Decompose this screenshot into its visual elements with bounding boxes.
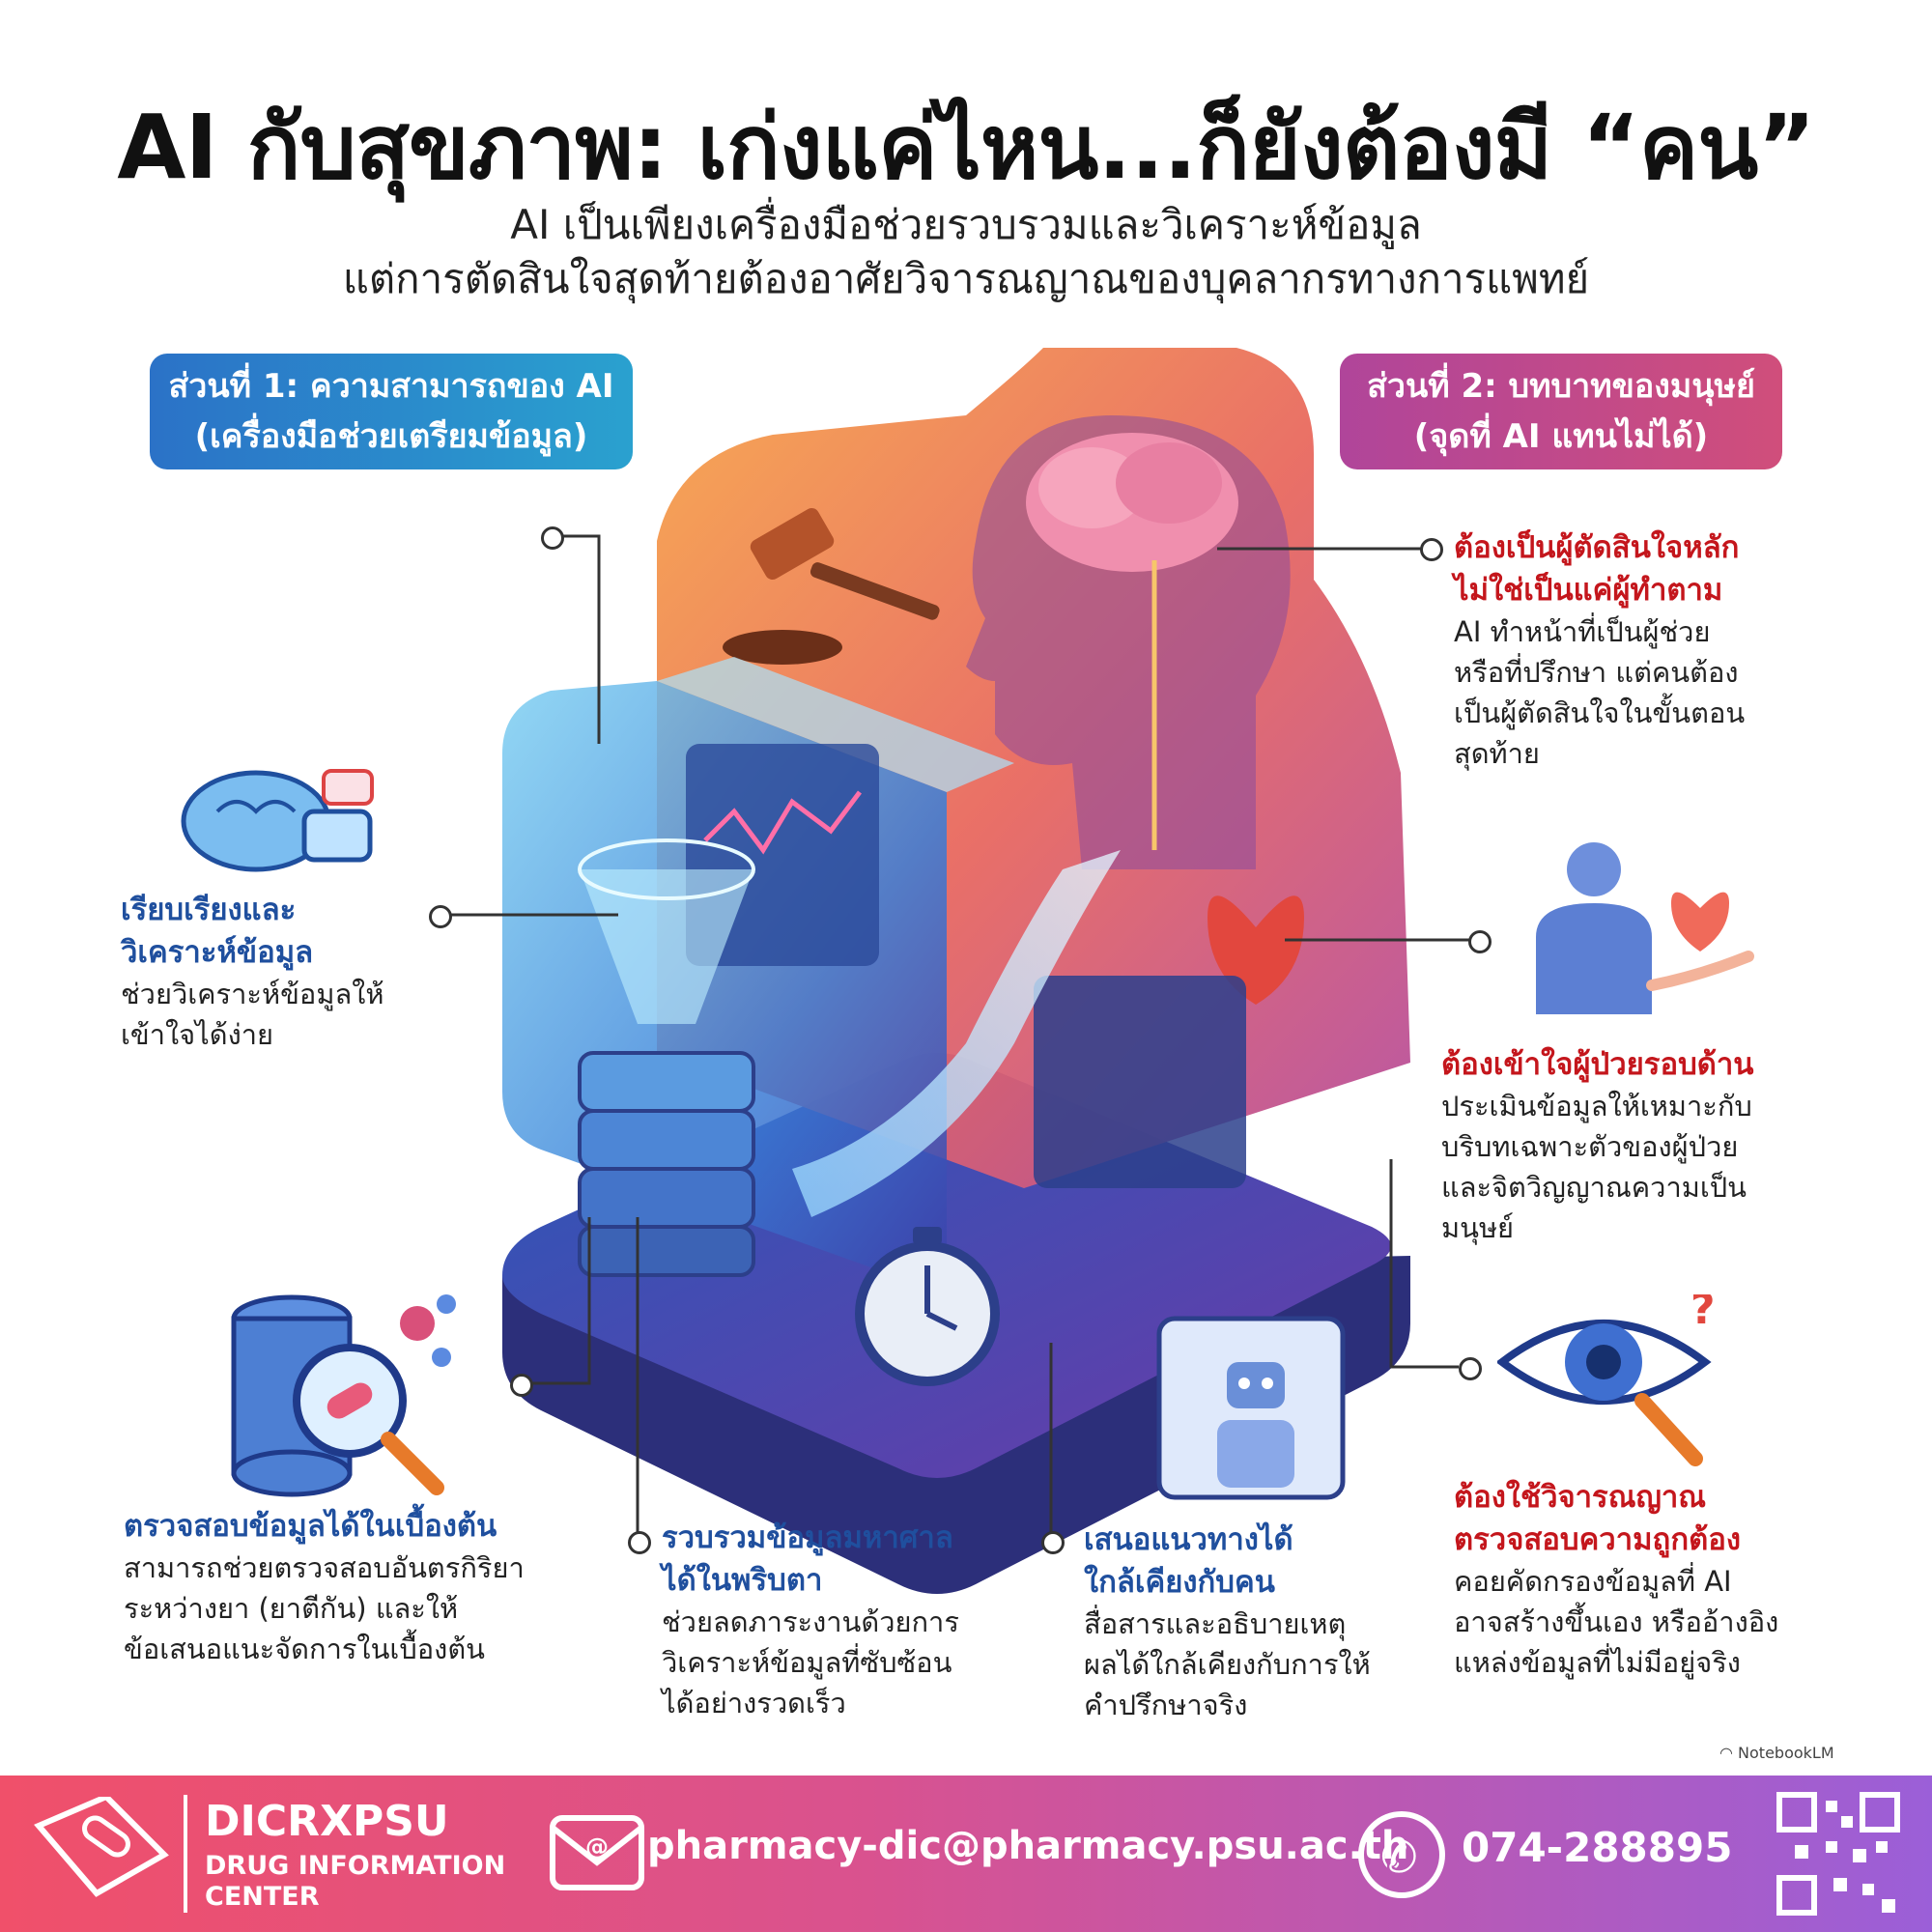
callout-desc: AI ทำหน้าที่เป็นผู้ช่วย bbox=[1454, 615, 1711, 648]
callout-title: ต้องใช้วิจารณญาณ bbox=[1454, 1480, 1707, 1515]
notebooklm-icon: ◠ bbox=[1719, 1744, 1739, 1762]
subtitle-line-2: แต่การตัดสินใจสุดท้ายต้องอาศัยวิจารณญาณข… bbox=[342, 255, 1590, 302]
footer-center-line1: DRUG INFORMATION bbox=[205, 1851, 506, 1881]
callout-desc: ระหว่างยา (ยาตีกัน) และให้ bbox=[124, 1592, 459, 1625]
callout-desc: บริบทเฉพาะตัวของผู้ป่วย bbox=[1441, 1130, 1739, 1163]
connector-dot bbox=[541, 526, 564, 550]
part-1-subtitle: (เครื่องมือช่วยเตรียมข้อมูล) bbox=[194, 417, 588, 456]
connector-dot bbox=[628, 1531, 651, 1554]
callout-desc: คอยคัดกรองข้อมูลที่ AI bbox=[1454, 1565, 1732, 1598]
callout-desc: สามารถช่วยตรวจสอบอันตรกิริยา bbox=[124, 1551, 525, 1584]
brain-chat-icon bbox=[181, 769, 374, 872]
callout-desc: เป็นผู้ตัดสินใจในขั้นตอน bbox=[1454, 696, 1746, 729]
subtitle-line-1: AI เป็นเพียงเครื่องมือช่วยรวบรวมและวิเคร… bbox=[510, 201, 1422, 248]
callout-title: เสนอแนวทางได้ bbox=[1084, 1522, 1293, 1557]
callout-desc: ช่วยวิเคราะห์ข้อมูลให้ bbox=[121, 978, 384, 1010]
callout-title: ตรวจสอบข้อมูลได้ในเบื้องต้น bbox=[124, 1509, 497, 1544]
callout-title: ใกล้เคียงกับคน bbox=[1084, 1565, 1275, 1600]
callout-understand: ต้องเข้าใจผู้ป่วยรอบด้าน ประเมินข้อมูลให… bbox=[1441, 1043, 1753, 1248]
callout-desc: ประเมินข้อมูลให้เหมาะกับ bbox=[1441, 1090, 1752, 1122]
phone-icon: ✆ bbox=[1358, 1811, 1445, 1898]
callout-organize: เรียบเรียงและ วิเคราะห์ข้อมูล ช่วยวิเครา… bbox=[121, 889, 384, 1055]
callout-desc: และจิตวิญญาณความเป็น bbox=[1441, 1171, 1747, 1204]
svg-text:@: @ bbox=[585, 1833, 609, 1861]
email-icon: @ bbox=[550, 1815, 644, 1890]
callout-title: ตรวจสอบความถูกต้อง bbox=[1454, 1522, 1741, 1557]
notebooklm-watermark: ◠ NotebookLM bbox=[1719, 1744, 1834, 1762]
callout-desc: หรือที่ปรึกษา แต่คนต้อง bbox=[1454, 656, 1739, 689]
callout-desc: เข้าใจได้ง่าย bbox=[121, 1018, 274, 1051]
person-heart-icon bbox=[1536, 842, 1754, 1014]
connector-dot bbox=[1041, 1531, 1065, 1554]
callout-title: ไม่ใช่เป็นแค่ผู้ทำตาม bbox=[1454, 573, 1723, 608]
pill-book-logo-icon bbox=[34, 1797, 169, 1897]
part-2-title: ส่วนที่ 2: บทบาทของมนุษย์ bbox=[1367, 367, 1755, 406]
callout-desc: ข้อเสนอแนะจัดการในเบื้องต้น bbox=[124, 1633, 485, 1665]
callout-desc: มนุษย์ bbox=[1441, 1211, 1515, 1244]
connector-dot bbox=[1468, 930, 1492, 953]
callout-title: เรียบเรียงและ bbox=[121, 893, 297, 927]
footer-center-line2: CENTER bbox=[205, 1882, 320, 1912]
eye-magnifier-icon: ? bbox=[1497, 1294, 1716, 1466]
part-2-subtitle: (จุดที่ AI แทนไม่ได้) bbox=[1413, 417, 1709, 456]
database-magnifier-icon bbox=[231, 1294, 456, 1497]
callout-suggest: เสนอแนวทางได้ ใกล้เคียงกับคน สื่อสารและอ… bbox=[1084, 1519, 1371, 1725]
footer-brand: DICRXPSU bbox=[205, 1797, 449, 1846]
callout-title: ต้องเข้าใจผู้ป่วยรอบด้าน bbox=[1441, 1047, 1754, 1082]
callout-desc: อาจสร้างขึ้นเอง หรืออ้างอิง bbox=[1454, 1605, 1779, 1638]
callout-desc: สื่อสารและอธิบายเหตุ bbox=[1084, 1607, 1347, 1640]
callout-check: ตรวจสอบข้อมูลได้ในเบื้องต้น สามารถช่วยตร… bbox=[124, 1505, 525, 1669]
connector-dot bbox=[510, 1374, 533, 1397]
part-1-title: ส่วนที่ 1: ความสามารถของ AI bbox=[168, 367, 614, 406]
callout-desc: คำปรึกษาจริง bbox=[1084, 1689, 1248, 1721]
callout-title: รวบรวมข้อมูลมหาศาล bbox=[662, 1520, 953, 1555]
callout-desc: ผลได้ใกล้เคียงกับการให้ bbox=[1084, 1648, 1371, 1681]
svg-text:✆: ✆ bbox=[1380, 1831, 1418, 1883]
footer-bar: DICRXPSU DRUG INFORMATION CENTER @ pharm… bbox=[0, 1776, 1932, 1932]
footer-phone[interactable]: 074-288895 bbox=[1462, 1824, 1733, 1871]
callout-desc: ได้อย่างรวดเร็ว bbox=[662, 1687, 846, 1719]
callout-desc: แหล่งข้อมูลที่ไม่มีอยู่จริง bbox=[1454, 1646, 1741, 1679]
callout-desc: สุดท้าย bbox=[1454, 737, 1540, 770]
callout-desc: ช่วยลดภาระงานด้วยการ bbox=[662, 1605, 959, 1638]
callout-desc: วิเคราะห์ข้อมูลที่ซับซ้อน bbox=[662, 1646, 952, 1679]
qr-code-icon[interactable] bbox=[1776, 1791, 1901, 1917]
callout-collect: รวบรวมข้อมูลมหาศาล ได้ในพริบตา ช่วยลดภาร… bbox=[662, 1517, 959, 1723]
page-title: AI กับสุขภาพ: เก่งแค่ไหน...ก็ยังต้องมี “… bbox=[117, 96, 1815, 199]
callout-decide: ต้องเป็นผู้ตัดสินใจหลัก ไม่ใช่เป็นแค่ผู้… bbox=[1454, 526, 1745, 774]
connector-dot bbox=[1459, 1357, 1482, 1380]
footer-divider bbox=[184, 1795, 187, 1913]
footer-email[interactable]: pharmacy-dic@pharmacy.psu.ac.th bbox=[647, 1824, 1409, 1868]
connector-dot bbox=[429, 905, 452, 928]
part-2-badge: ส่วนที่ 2: บทบาทของมนุษย์ (จุดที่ AI แทน… bbox=[1340, 354, 1782, 469]
callout-title: วิเคราะห์ข้อมูล bbox=[121, 935, 314, 970]
part-1-badge: ส่วนที่ 1: ความสามารถของ AI (เครื่องมือช… bbox=[150, 354, 633, 469]
callout-judge: ต้องใช้วิจารณญาณ ตรวจสอบความถูกต้อง คอยค… bbox=[1454, 1476, 1778, 1683]
callout-title: ได้ในพริบตา bbox=[662, 1563, 823, 1598]
callout-title: ต้องเป็นผู้ตัดสินใจหลัก bbox=[1454, 530, 1740, 565]
connector-dot bbox=[1420, 538, 1443, 561]
svg-text:?: ? bbox=[1690, 1294, 1716, 1334]
